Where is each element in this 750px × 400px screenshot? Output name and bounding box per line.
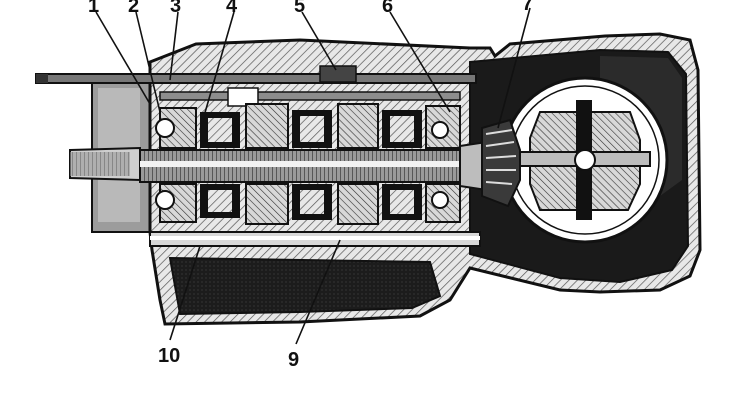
bearings: [155, 118, 449, 210]
callout-4: 4: [226, 0, 238, 17]
lower-gear-cluster: [159, 183, 461, 225]
callout-10: 10: [158, 345, 180, 367]
callout-labels: 1 2 3 4 5 6 7 9 10: [88, 0, 533, 371]
callout-9: 9: [288, 349, 299, 371]
callout-3: 3: [170, 0, 181, 17]
callout-1: 1: [88, 0, 99, 17]
callout-6: 6: [382, 0, 393, 17]
leader-lines: [95, 7, 531, 345]
main-shaft: [69, 138, 511, 194]
layshaft: [149, 231, 481, 247]
shift-rod: [35, 65, 477, 107]
callout-7: 7: [522, 0, 533, 15]
callout-5: 5: [294, 0, 305, 17]
differential-assembly: [481, 76, 669, 244]
callout-2: 2: [128, 0, 139, 17]
